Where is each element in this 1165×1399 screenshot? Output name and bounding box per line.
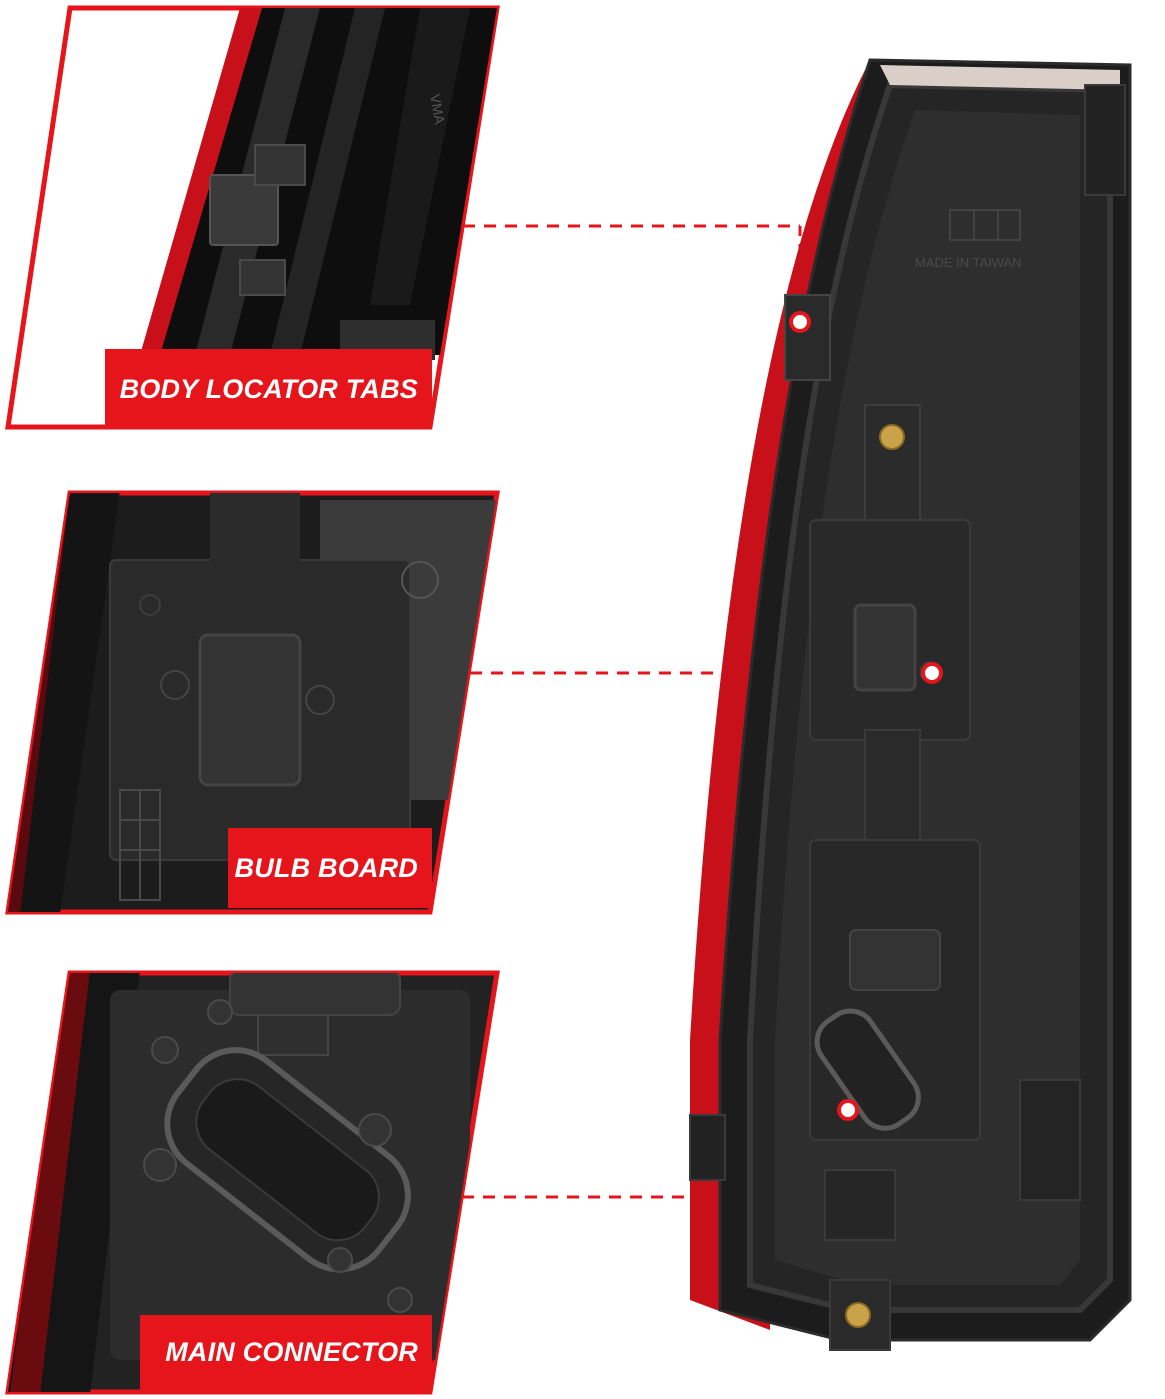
callout-panel-bulb-board: BULB BOARD bbox=[0, 490, 500, 915]
bulb-board-photo bbox=[5, 490, 500, 915]
callout-panel-body-locator-tabs: VMA BODY LOCATOR TABS bbox=[0, 5, 500, 430]
marker-body-locator-tabs bbox=[789, 311, 811, 333]
label-bulb-board: BULB BOARD bbox=[228, 828, 432, 908]
body-locator-tabs-photo: VMA bbox=[5, 5, 500, 430]
callout-panel-main-connector: MAIN CONNECTOR bbox=[0, 970, 500, 1395]
locator-tab-shape bbox=[209, 174, 279, 246]
svg-text:VMA: VMA bbox=[427, 93, 448, 126]
label-main-connector: MAIN CONNECTOR bbox=[140, 1315, 432, 1390]
marker-bulb-board bbox=[921, 662, 943, 684]
main-connector bbox=[814, 1008, 921, 1131]
made-in-taiwan-imprint: MADE IN TAIWAN bbox=[915, 255, 1022, 270]
label-body-locator-tabs: BODY LOCATOR TABS bbox=[105, 349, 432, 429]
bulb-board-mount bbox=[198, 633, 302, 787]
bottom-screw bbox=[845, 1302, 871, 1328]
tail-lamp-assembly-photo: MADE IN TAIWAN bbox=[689, 58, 1132, 1351]
main-connector-photo bbox=[5, 970, 500, 1395]
body-locator-tab bbox=[784, 294, 831, 381]
top-right-clip bbox=[1084, 84, 1126, 196]
top-screw bbox=[879, 424, 905, 450]
marker-main-connector bbox=[837, 1099, 859, 1121]
